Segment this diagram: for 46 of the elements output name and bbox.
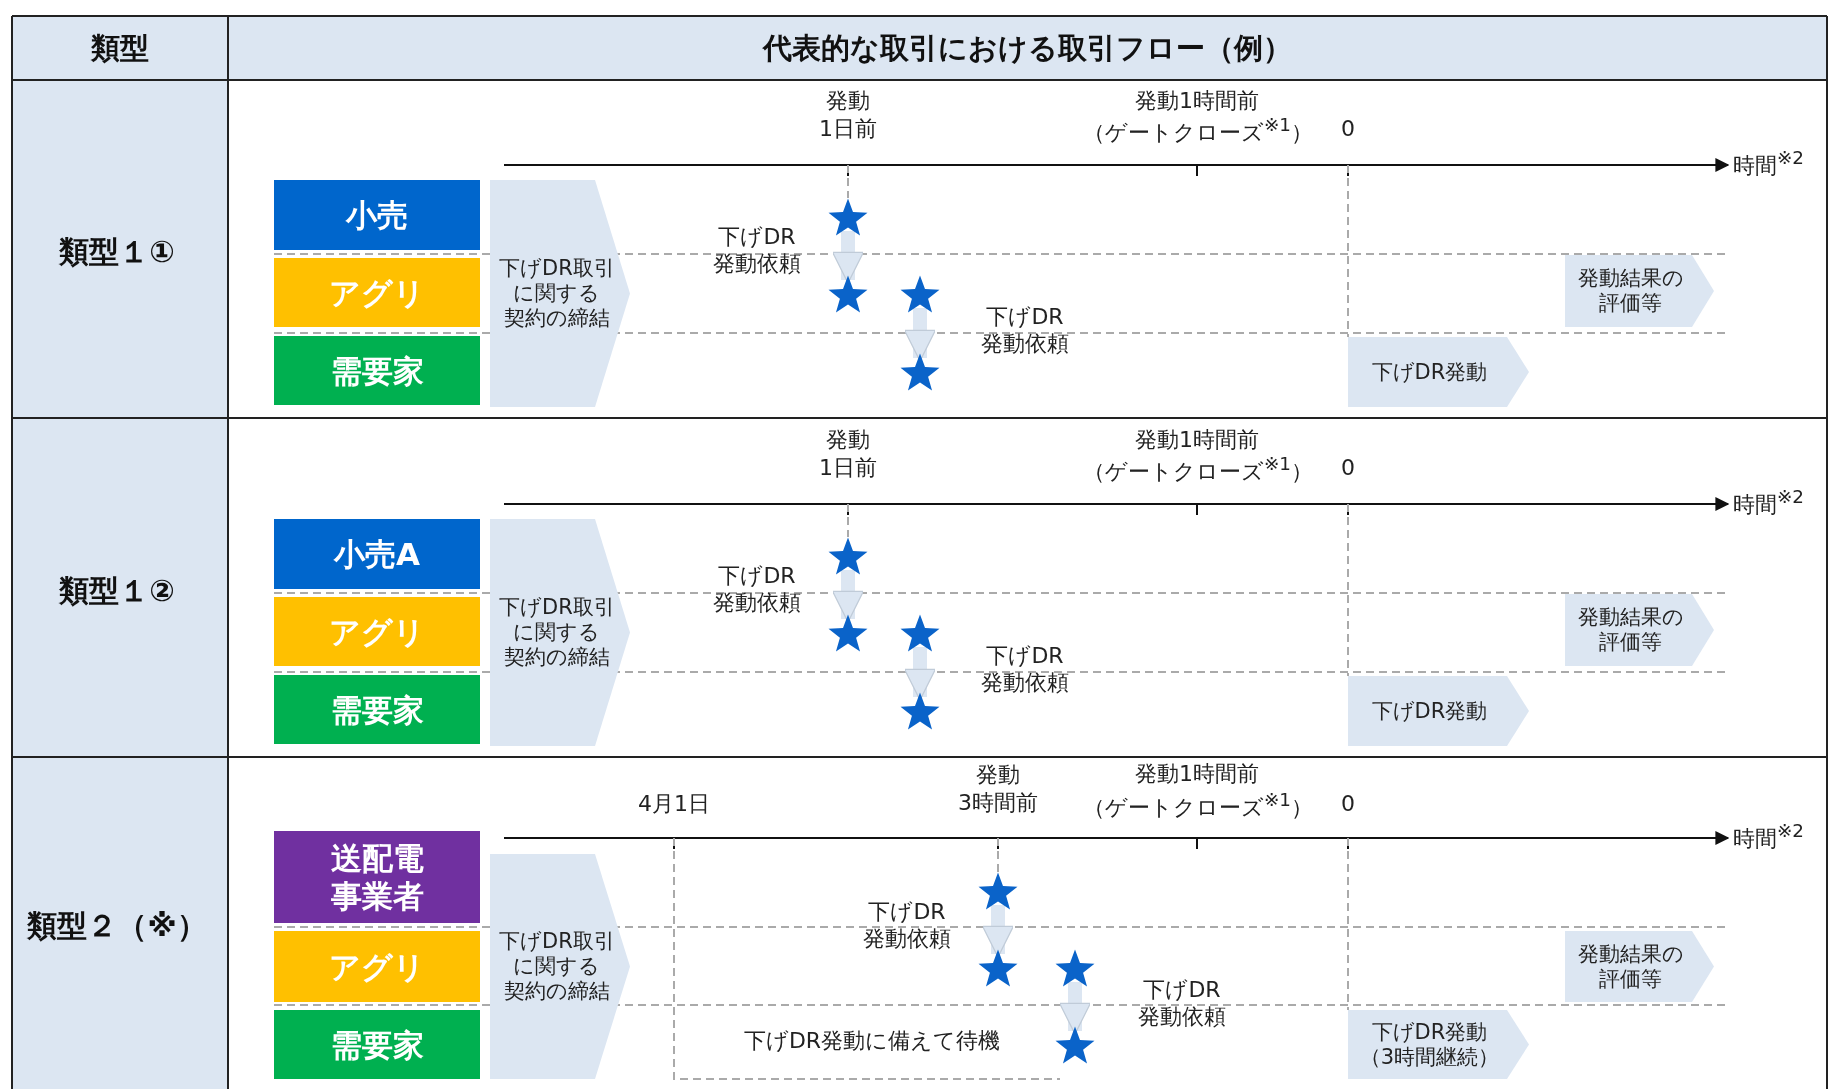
pentagon-arrow: 下げDR取引に関する契約の締結 [490,519,630,746]
time-label: （ゲートクローズ$^{※1}$） [1083,452,1313,486]
edge-label: 下げDR発動依頼 [863,898,951,952]
time-label: 発動1時間前 [1135,426,1259,454]
time-label: 0 [1341,454,1355,482]
note-text: 下げDR発動に備えて待機 [743,1027,1001,1055]
actor-box: アグリ [274,597,480,666]
actor-box: 小売A [274,519,480,589]
time-label: （ゲートクローズ$^{※1}$） [1083,113,1313,147]
axis-label: 時間$^{※2}$ [1733,146,1805,180]
actor-box: アグリ [274,931,480,1002]
time-label: 発動3時間前 [958,761,1038,817]
actor-box: 需要家 [274,675,480,744]
time-label: （ゲートクローズ$^{※1}$） [1083,788,1313,822]
axis-label: 時間$^{※2}$ [1733,485,1805,519]
time-label: 発動1日前 [819,87,877,143]
chevron-arrow: 下げDR発動（3時間継続） [1348,1010,1529,1079]
time-label: 発動1時間前 [1135,87,1259,115]
time-label: 発動1時間前 [1135,760,1259,788]
actor-box: 需要家 [274,1010,480,1079]
chevron-arrow: 発動結果の評価等 [1565,931,1714,1002]
row-heading: 類型１① [59,238,175,266]
edge-label: 下げDR発動依頼 [713,562,801,616]
time-label: 発動1日前 [819,426,877,482]
chevron-arrow: 発動結果の評価等 [1565,255,1714,327]
pentagon-arrow: 下げDR取引に関する契約の締結 [490,854,630,1079]
time-label: 0 [1341,790,1355,818]
edge-label: 下げDR発動依頼 [981,303,1069,357]
axis-label: 時間$^{※2}$ [1733,819,1805,853]
chevron-arrow: 下げDR発動 [1348,337,1529,407]
pentagon-arrow: 下げDR取引に関する契約の締結 [490,180,630,407]
actor-box: アグリ [274,258,480,327]
row-heading: 類型２（※） [27,912,207,940]
chevron-arrow: 発動結果の評価等 [1565,594,1714,666]
actor-box: 需要家 [274,336,480,405]
row-heading: 類型１② [59,577,175,605]
actor-box: 送配電事業者 [274,831,480,923]
edge-label: 下げDR発動依頼 [713,223,801,277]
time-label: 4月1日 [638,790,710,818]
edge-label: 下げDR発動依頼 [981,642,1069,696]
column-heading: 代表的な取引における取引フロー（例） [762,34,1292,62]
actor-box: 小売 [274,180,480,250]
column-heading: 類型 [91,34,149,62]
time-label: 0 [1341,115,1355,143]
edge-label: 下げDR発動依頼 [1138,976,1226,1030]
chevron-arrow: 下げDR発動 [1348,676,1529,746]
